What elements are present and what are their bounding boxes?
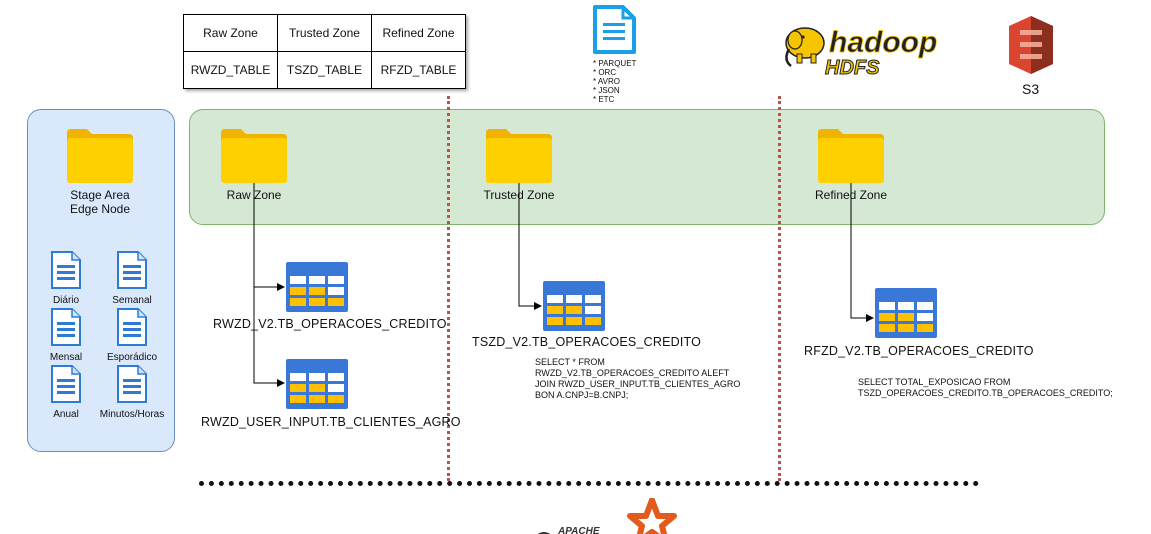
s3-bucket-icon bbox=[1009, 16, 1053, 74]
zone-table-cell-raw: RWZD_TABLE bbox=[183, 51, 278, 89]
zone-table-header-refined: Refined Zone bbox=[371, 14, 466, 52]
hadoop-text: hadoop bbox=[829, 26, 937, 59]
raw-zone-label: Raw Zone bbox=[226, 188, 282, 202]
raw-zone-folder-icon bbox=[221, 129, 287, 183]
stage-area-subtitle: Edge Node bbox=[69, 202, 131, 216]
table-icon bbox=[286, 359, 348, 409]
file-label-esporadico: Esporádico bbox=[106, 352, 158, 363]
file-icon bbox=[117, 365, 147, 403]
trusted-zone-label: Trusted Zone bbox=[483, 188, 555, 202]
zone-separator bbox=[778, 96, 781, 481]
zone-table-cell-refined: RFZD_TABLE bbox=[371, 51, 466, 89]
raw-operacoes-table-label: RWZD_V2.TB_OPERACOES_CREDITO bbox=[213, 317, 447, 331]
file-icon bbox=[51, 308, 81, 346]
file-icon bbox=[117, 251, 147, 289]
stage-area-title: Stage Area bbox=[70, 188, 130, 202]
zone-table-header-raw: Raw Zone bbox=[183, 14, 278, 52]
refined-zone-folder-icon bbox=[818, 129, 884, 183]
document-icon bbox=[593, 5, 636, 54]
file-label-semanal: Semanal bbox=[112, 295, 152, 306]
apache-spark-logo: APACHE bbox=[538, 498, 677, 534]
file-label-anual: Anual bbox=[53, 409, 79, 420]
apache-text: APACHE bbox=[557, 526, 600, 534]
zone-table-header-trusted: Trusted Zone bbox=[277, 14, 372, 52]
file-label-mensal: Mensal bbox=[49, 352, 83, 363]
refined-zone-label: Refined Zone bbox=[814, 188, 888, 202]
file-label-diario: Diário bbox=[52, 295, 80, 306]
stage-area-label: Stage Area Edge Node bbox=[70, 188, 130, 216]
table-icon bbox=[286, 262, 348, 312]
format-item: * JSON bbox=[593, 86, 620, 95]
file-icon bbox=[51, 365, 81, 403]
file-icon bbox=[117, 308, 147, 346]
hdfs-text: HDFS bbox=[825, 57, 880, 78]
refined-operacoes-table-label: RFZD_V2.TB_OPERACOES_CREDITO bbox=[804, 344, 1034, 358]
file-formats-list: * PARQUET * ORC * AVRO * JSON * ETC bbox=[593, 59, 636, 104]
zone-table: Raw Zone Trusted Zone Refined Zone RWZD_… bbox=[183, 14, 466, 89]
bottom-separator bbox=[199, 481, 979, 486]
table-icon bbox=[543, 281, 605, 331]
hadoop-hdfs-logo: hadoop HDFS bbox=[785, 26, 938, 78]
s3-label: S3 bbox=[1022, 81, 1040, 97]
file-icon bbox=[51, 251, 81, 289]
raw-clientes-table-label: RWZD_USER_INPUT.TB_CLIENTES_AGRO bbox=[201, 415, 461, 429]
trusted-operacoes-table-label: TSZD_V2.TB_OPERACOES_CREDITO bbox=[472, 335, 702, 349]
trusted-zone-folder-icon bbox=[486, 129, 552, 183]
hdfs-zones-band bbox=[189, 109, 1105, 225]
stage-area-folder-icon bbox=[67, 129, 133, 183]
trusted-sql-query: SELECT * FROM RWZD_V2.TB_OPERACOES_CREDI… bbox=[535, 357, 741, 400]
format-item: * AVRO bbox=[593, 77, 620, 86]
table-icon bbox=[875, 288, 937, 338]
format-item: * PARQUET bbox=[593, 59, 637, 68]
format-item: * ORC bbox=[593, 68, 617, 77]
zone-separator bbox=[447, 96, 450, 481]
refined-sql-query: SELECT TOTAL_EXPOSICAO FROM TSZD_OPERACO… bbox=[858, 377, 1113, 398]
file-label-minutos-horas: Minutos/Horas bbox=[99, 409, 165, 420]
format-item: * ETC bbox=[593, 95, 615, 104]
zone-table-cell-trusted: TSZD_TABLE bbox=[277, 51, 372, 89]
